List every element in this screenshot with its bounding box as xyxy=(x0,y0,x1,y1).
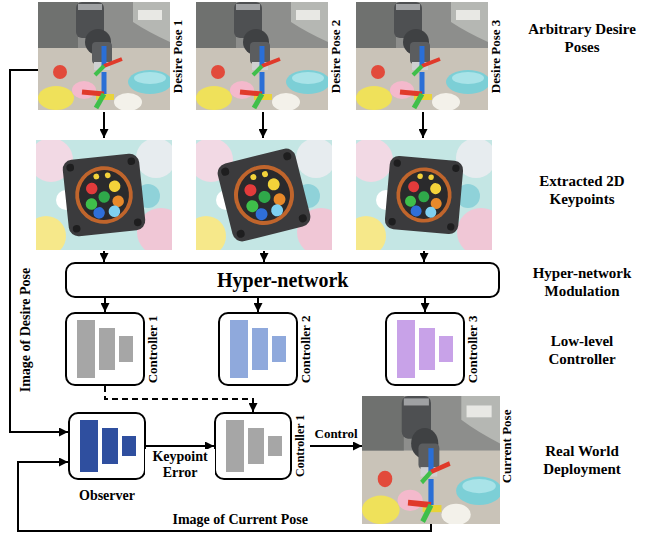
vertical-heading: Controller 1 xyxy=(294,413,308,479)
stage-label: Extracted 2D Keypoints xyxy=(527,172,637,208)
vertical-heading: Desire Pose 2 xyxy=(329,17,344,94)
layer-bar xyxy=(226,420,244,472)
box-outline xyxy=(68,412,146,480)
box-outline xyxy=(214,412,292,480)
edge-label: Image of Current Pose xyxy=(171,512,310,528)
keypoint-image xyxy=(186,138,345,256)
layer-bar xyxy=(102,428,118,464)
layer-bar xyxy=(268,436,282,456)
layer-bar xyxy=(77,320,95,378)
robot-photo xyxy=(196,2,330,111)
layer-bar xyxy=(252,328,268,370)
desire-photos xyxy=(38,2,502,525)
vertical-heading: Desire Pose 1 xyxy=(171,17,186,94)
connector-arrow xyxy=(424,298,426,312)
controller-box: Controller 2 xyxy=(218,312,316,386)
layer-bar xyxy=(122,436,136,456)
flow-arrow xyxy=(262,112,264,138)
dashed-connector xyxy=(105,386,253,412)
flow-arrow xyxy=(103,112,105,138)
robot-photo xyxy=(356,2,490,111)
charging-port xyxy=(62,153,146,237)
layer-bar xyxy=(272,336,286,362)
controller-box: Controller 1 xyxy=(65,312,163,386)
flow-arrows xyxy=(104,112,424,262)
box-outline xyxy=(65,312,145,386)
layer-bar xyxy=(230,320,248,378)
keypoint-image xyxy=(346,138,505,256)
layer-bar xyxy=(80,420,98,472)
stage-label: Real World Deployment xyxy=(527,442,637,478)
layer-bar xyxy=(397,320,415,378)
hypernetwork-box: Hyper-network xyxy=(65,262,500,298)
vertical-heading: Controller 1 xyxy=(146,313,161,385)
layer-bar xyxy=(419,328,435,370)
flow-arrow xyxy=(263,251,265,262)
connector-arrow xyxy=(257,298,259,312)
desire-pose-panel: Desire Pose 3 xyxy=(356,2,504,110)
desire-pose-panel: Desire Pose 2 xyxy=(196,2,344,110)
flow-arrow xyxy=(423,251,425,262)
layer-bar xyxy=(248,428,264,464)
layer-bar xyxy=(99,328,115,370)
box-label: Hyper-network xyxy=(217,269,348,292)
box-outline xyxy=(218,312,298,386)
edge-label: Control xyxy=(313,427,360,442)
desire-pose-panel: Desire Pose 1 xyxy=(38,2,186,110)
edge-label: Keypoint Error xyxy=(145,449,215,481)
connector-arrow xyxy=(18,462,431,531)
robot-photo xyxy=(362,396,502,525)
connector-arrow xyxy=(310,445,362,447)
vertical-heading: Controller 2 xyxy=(299,313,314,385)
layer-bar xyxy=(439,336,453,362)
charging-port xyxy=(384,155,464,235)
observer-box: Observer xyxy=(68,412,146,504)
vertical-heading: Desire Pose 3 xyxy=(489,17,504,94)
box-label: Observer xyxy=(79,488,135,504)
robot-photo xyxy=(38,2,172,111)
vertical-heading: Controller 3 xyxy=(466,313,481,385)
keypoint-image xyxy=(26,138,185,256)
stage-label: Low-level Controller xyxy=(527,332,637,368)
flow-arrow xyxy=(422,112,424,138)
network-bars xyxy=(77,320,453,472)
edge-label: Image of Desire Pose xyxy=(18,266,34,395)
controller-box: Controller 1 xyxy=(214,412,310,480)
current-pose-panel: Current Pose xyxy=(362,396,516,524)
flow-arrow xyxy=(103,251,105,262)
vertical-heading: Current Pose xyxy=(500,407,515,485)
layer-bar xyxy=(119,336,133,362)
box-outline xyxy=(385,312,465,386)
controller-box: Controller 3 xyxy=(385,312,483,386)
charging-port xyxy=(216,147,313,244)
connector-arrow xyxy=(104,298,106,312)
connector-arrow xyxy=(10,70,68,432)
keypoint-images xyxy=(26,138,505,256)
connector-arrow xyxy=(146,445,214,447)
stage-label: Hyper-network Modulation xyxy=(527,264,637,300)
stage-label: Arbitrary Desire Poses xyxy=(527,20,637,56)
